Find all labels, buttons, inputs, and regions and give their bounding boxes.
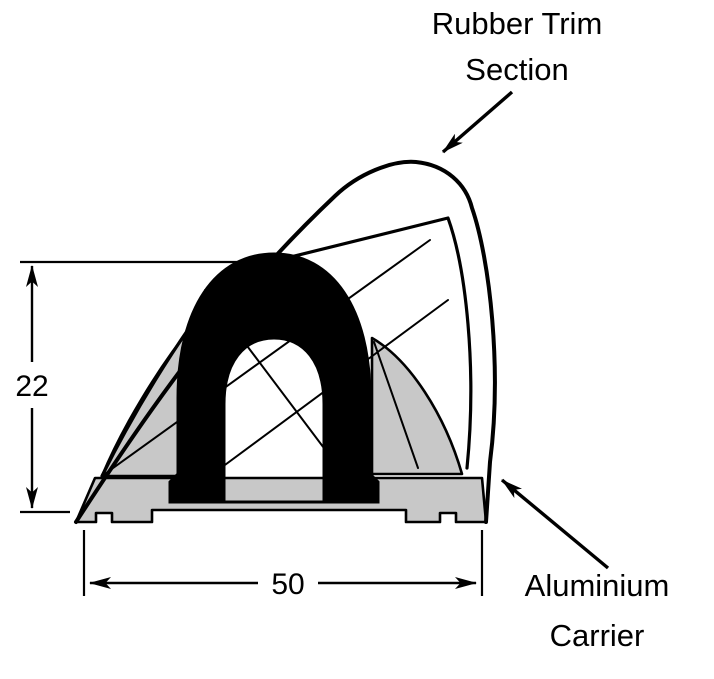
rubber-u-channel: [168, 252, 380, 504]
rubber-trim-outline: [74, 159, 497, 524]
rubber-trim-label-line1: Rubber Trim: [432, 6, 603, 41]
aluminium-carrier-pointer-arrow: [500, 478, 610, 570]
height-dim-value: 22: [15, 370, 48, 403]
diagonal-line-1: [101, 239, 431, 477]
dimension-height: 22: [15, 260, 245, 514]
width-dim-value: 50: [271, 568, 304, 601]
rubber-trim-label-group: Rubber Trim Section: [432, 6, 603, 154]
dimension-width: 50: [82, 530, 484, 601]
diagonal-line-4: [373, 341, 419, 469]
carrier-right-wedge: [370, 336, 464, 476]
rubber-trim-label-line2: Section: [465, 52, 568, 87]
aluminium-carrier-label-line1: Aluminium: [525, 568, 670, 603]
aluminium-carrier-base: [74, 476, 488, 524]
aluminium-carrier-label-group: Aluminium Carrier: [500, 478, 670, 653]
rubber-trim-pointer-arrow: [441, 90, 514, 154]
aluminium-carrier-label-line2: Carrier: [550, 618, 645, 653]
trim-inner-shell-line: [100, 216, 473, 478]
